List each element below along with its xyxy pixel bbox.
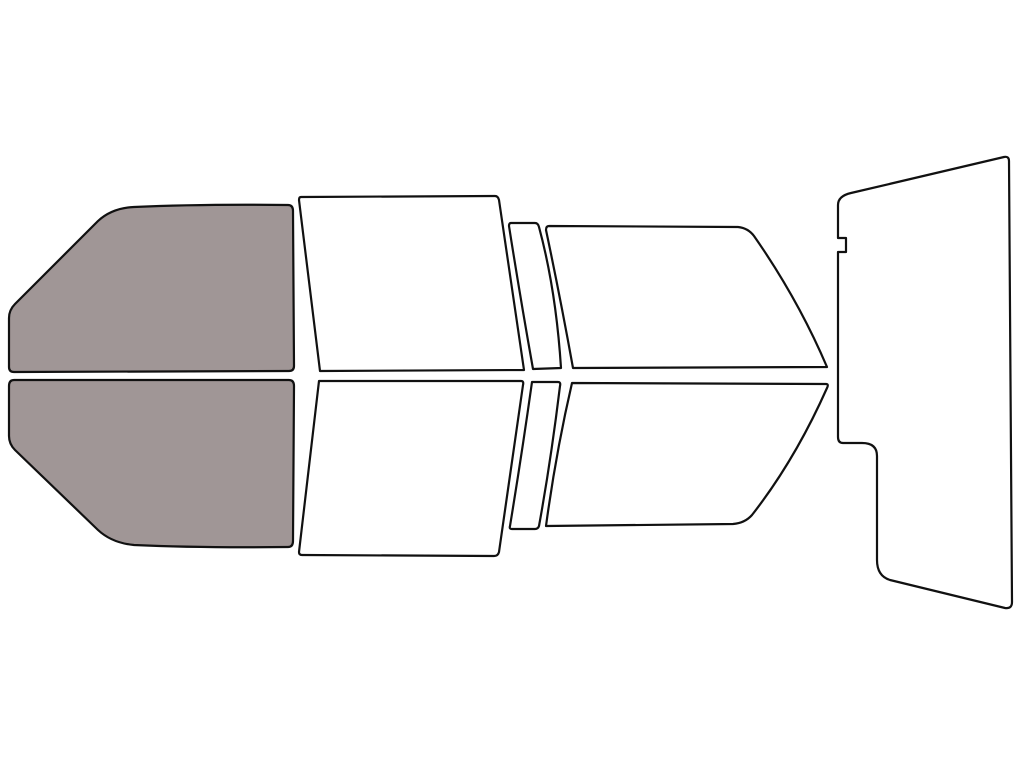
window-quarter-strip-lower[interactable] bbox=[508, 380, 562, 531]
window-front-door-upper[interactable] bbox=[7, 203, 296, 374]
window-rear-quarter-upper[interactable] bbox=[544, 224, 829, 370]
window-front-door-lower[interactable] bbox=[7, 378, 296, 549]
window-rear-quarter-lower[interactable] bbox=[544, 381, 829, 528]
window-back-glass[interactable] bbox=[836, 155, 1014, 610]
window-rear-door-upper[interactable] bbox=[297, 194, 526, 373]
window-rear-door-lower[interactable] bbox=[297, 379, 525, 558]
window-quarter-strip-upper[interactable] bbox=[507, 221, 563, 371]
